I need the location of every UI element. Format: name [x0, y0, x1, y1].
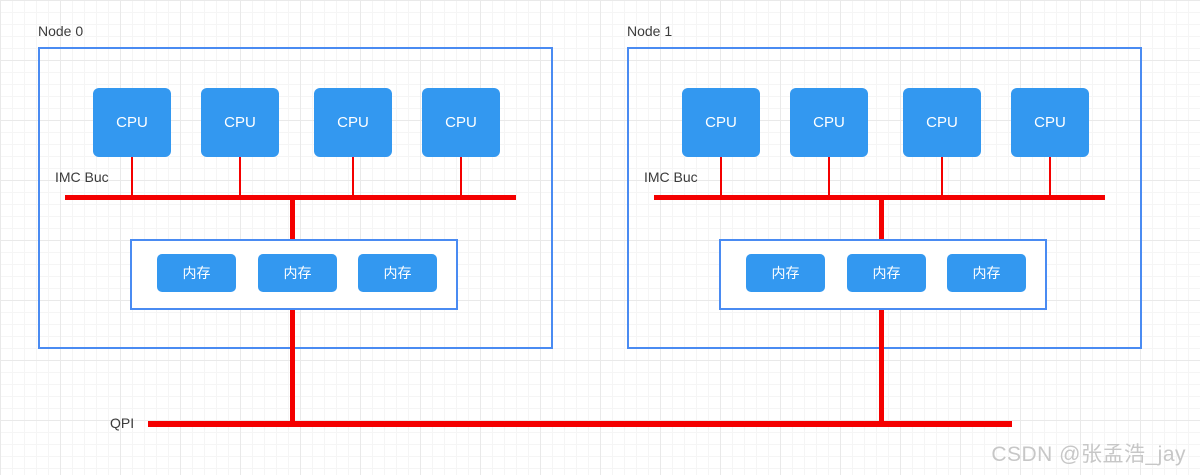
memory-box: 内存 [847, 254, 926, 292]
memory-box: 内存 [746, 254, 825, 292]
cpu-bus-connector-line [828, 157, 830, 197]
csdn-watermark: CSDN @张孟浩_jay [991, 443, 1186, 466]
node-1-group: Node 1 CPU CPU CPU CPU IMC Buc 内存 内存 内存 [627, 23, 1142, 427]
node-1-boundary-box [627, 47, 1142, 349]
cpu-bus-connector-line [460, 157, 462, 197]
qpi-bus-line [148, 421, 1012, 427]
cpu-bus-connector-line [720, 157, 722, 197]
cpu-bus-connector-line [239, 157, 241, 197]
node-0-title: Node 0 [38, 23, 84, 39]
memory-qpi-connector-line [879, 197, 884, 427]
memory-container-box: 内存 内存 内存 [130, 239, 458, 310]
cpu-box: CPU [314, 88, 392, 157]
qpi-bus-label: QPI [110, 415, 135, 431]
cpu-bus-connector-line [131, 157, 133, 197]
cpu-box: CPU [201, 88, 279, 157]
cpu-bus-connector-line [352, 157, 354, 197]
memory-container-box: 内存 内存 内存 [719, 239, 1047, 310]
memory-box: 内存 [258, 254, 337, 292]
memory-box: 内存 [947, 254, 1026, 292]
cpu-box: CPU [1011, 88, 1089, 157]
node-1-title: Node 1 [627, 23, 673, 39]
memory-box: 内存 [157, 254, 236, 292]
memory-qpi-connector-line [290, 197, 295, 427]
cpu-bus-connector-line [1049, 157, 1051, 197]
node-0-group: Node 0 CPU CPU CPU CPU IMC Buc 内存 内存 内存 [38, 23, 553, 427]
imc-bus-label: IMC Buc [644, 169, 698, 185]
imc-bus-label: IMC Buc [55, 169, 109, 185]
node-0-boundary-box [38, 47, 553, 349]
memory-box: 内存 [358, 254, 437, 292]
cpu-box: CPU [903, 88, 981, 157]
cpu-bus-connector-line [941, 157, 943, 197]
cpu-box: CPU [422, 88, 500, 157]
cpu-box: CPU [682, 88, 760, 157]
cpu-box: CPU [790, 88, 868, 157]
cpu-box: CPU [93, 88, 171, 157]
